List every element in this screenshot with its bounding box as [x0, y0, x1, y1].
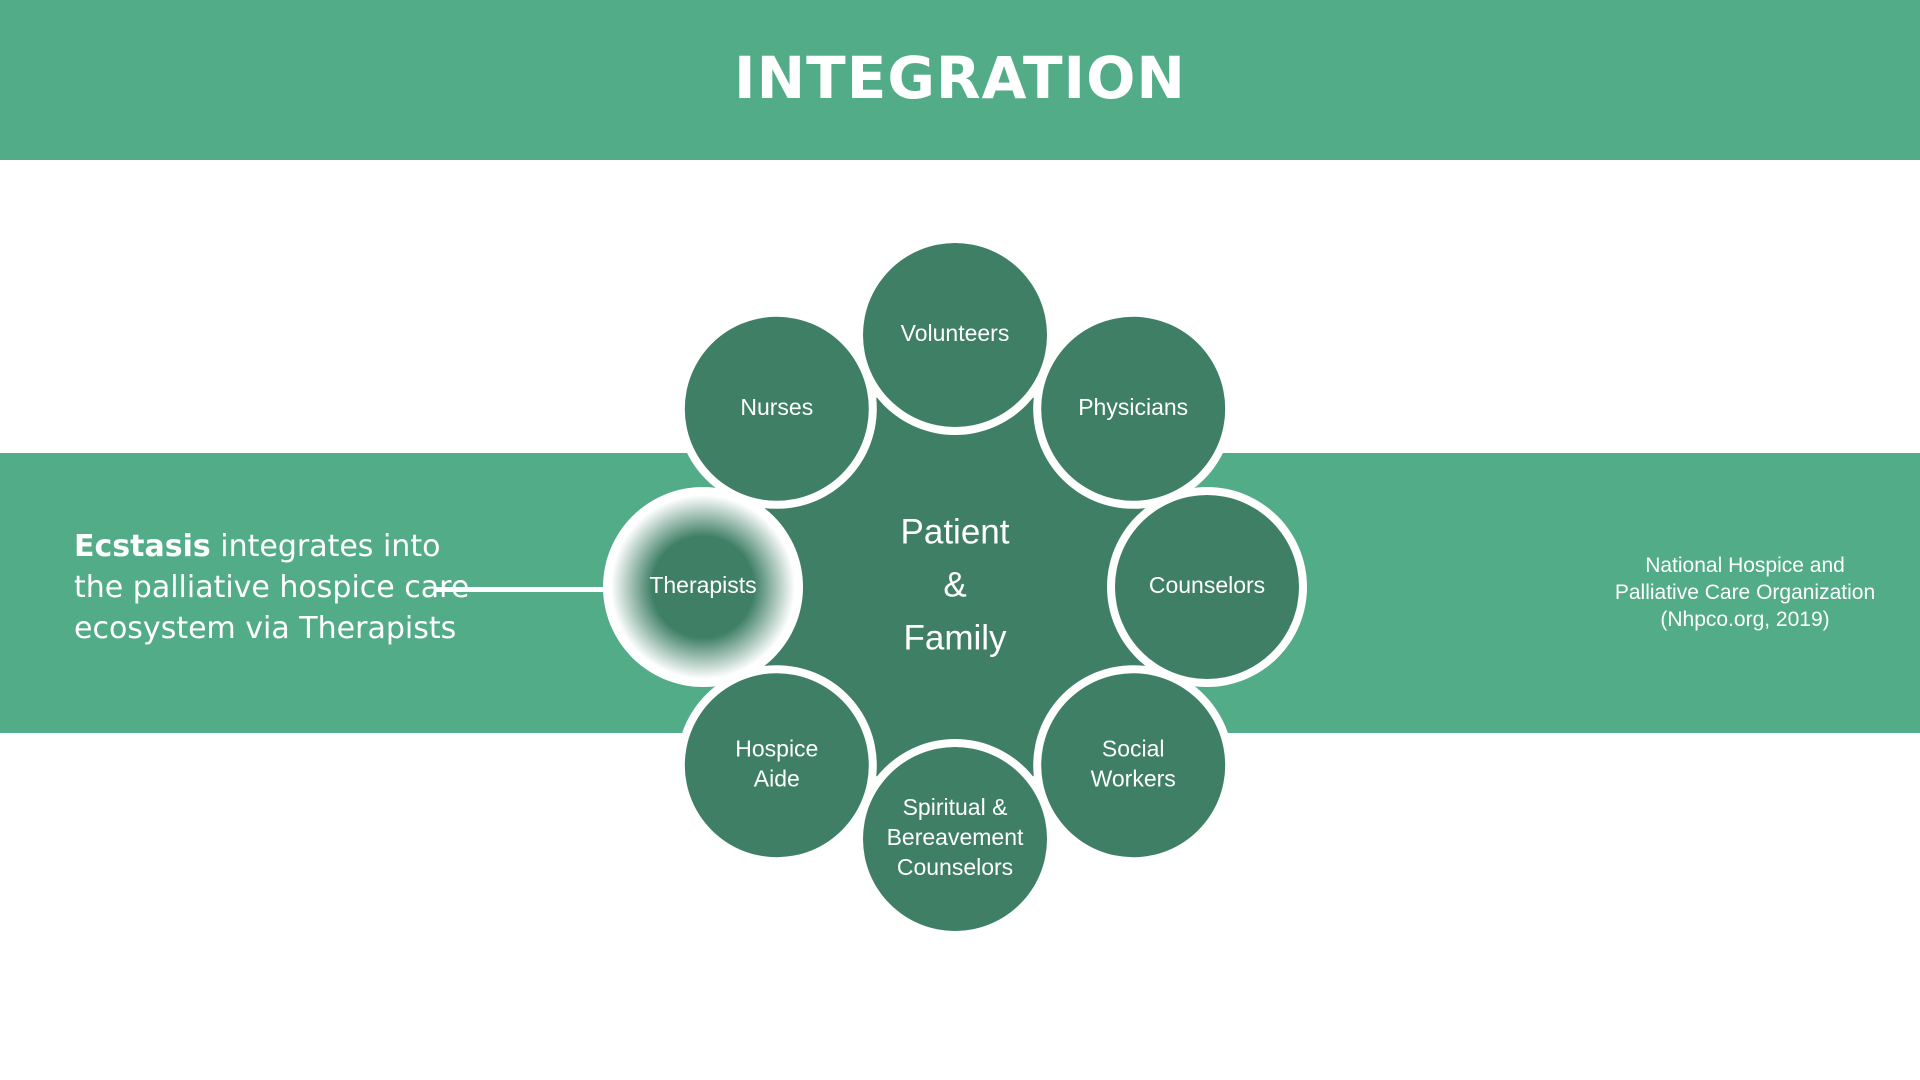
node-volunteers [863, 243, 1047, 427]
source-citation: National Hospice and Palliative Care Org… [1590, 552, 1900, 633]
node-label-social-workers-line-1: Social [1102, 735, 1165, 761]
node-hospice-aide [684, 673, 869, 858]
node-label-hospice-aide-line-1: Hospice [735, 735, 818, 761]
source-line-2: Palliative Care Organization [1614, 581, 1876, 604]
node-label-therapists-line-1: Therapists [649, 572, 756, 598]
node-label-counselors-line-1: Counselors [1149, 572, 1265, 598]
center-label-line-1: Patient [901, 512, 1010, 551]
node-physicians [1041, 316, 1226, 501]
header-band [0, 0, 1920, 160]
node-label-volunteers-line-1: Volunteers [901, 320, 1010, 346]
node-label-spiritual-bereavement-counselors-line-3: Counselors [897, 854, 1013, 880]
node-label-physicians-line-1: Physicians [1078, 394, 1188, 420]
node-label-spiritual-bereavement-counselors-line-2: Bereavement [887, 824, 1024, 850]
node-therapists [611, 495, 795, 679]
node-nurses [684, 316, 869, 501]
node-social-workers [1041, 673, 1226, 858]
node-label-social-workers-line-2: Workers [1091, 765, 1176, 791]
node-label-hospice-aide-line-2: Aide [754, 765, 800, 791]
node-spiritual-bereavement-counselors [863, 747, 1047, 931]
page-title: INTEGRATION [734, 44, 1186, 112]
center-label-line-2: & [943, 565, 966, 604]
caption-text: Ecstasis integrates into the palliative … [74, 526, 494, 649]
caption-rest: integrates into the palliative hospice c… [74, 529, 470, 646]
source-line-1: National Hospice and [1645, 554, 1845, 577]
node-label-nurses-line-1: Nurses [740, 394, 813, 420]
source-line-3: (Nhpco.org, 2019) [1660, 608, 1830, 631]
patient-family-hub [765, 397, 1145, 777]
node-counselors [1115, 495, 1299, 679]
connector-line [435, 587, 635, 592]
center-label-line-3: Family [903, 618, 1007, 657]
brand-name: Ecstasis [74, 529, 211, 564]
node-label-spiritual-bereavement-counselors-line-1: Spiritual & [903, 794, 1008, 820]
